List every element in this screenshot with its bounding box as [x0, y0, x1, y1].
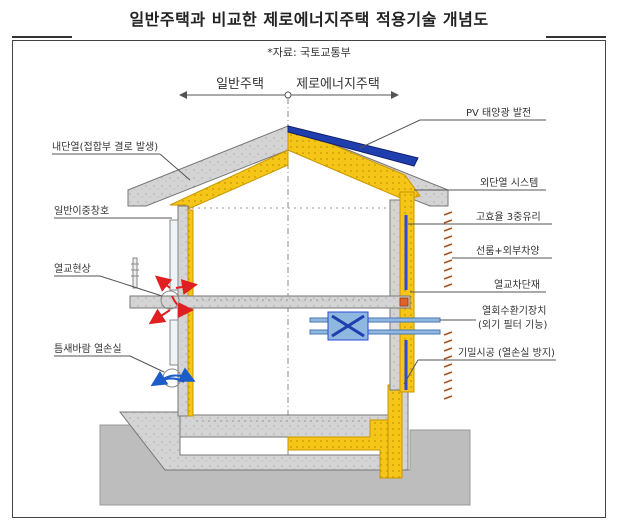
right-section-label: 제로에너지주택 [296, 77, 380, 92]
thermal-bridge-circle [160, 290, 180, 310]
left-internal-insulation [187, 209, 194, 417]
roof-internal-insulation [169, 149, 289, 211]
pv-panel [287, 125, 419, 167]
left-wall [177, 205, 189, 417]
label-internal-insulation: 내단열(접합부 결로 발생) [52, 141, 158, 153]
label-draft-loss: 틈새바람 열손실 [54, 342, 122, 355]
page-title: 일반주택과 비교한 제로에너지주택 적용기술 개념도 [129, 10, 489, 29]
left-labels: 내단열(접합부 결로 발생) 일반이중창호 열교현상 틈새바람 열손실 [52, 141, 191, 373]
hrv-unit [309, 311, 441, 341]
left-window-lower [169, 319, 179, 366]
label-triple-glass: 고효율 3중유리 [476, 211, 541, 223]
floor-slab [129, 295, 411, 309]
thermometer-icon [131, 257, 139, 289]
label-external-insulation: 외단열 시스템 [480, 177, 538, 189]
label-airtight: 기밀시공 (열손실 방지) [458, 347, 555, 359]
right-labels: PV 태양광 발전 외단열 시스템 고효율 3중유리 선룸+외부차양 열교차단재… [359, 107, 556, 385]
basement-wall-insulation [387, 384, 403, 479]
label-hrv-line1: 열회수환기장치 [482, 305, 546, 317]
thermal-break [399, 297, 409, 307]
thermal-bridge-arrows [148, 275, 198, 325]
section-header: 일반주택 제로에너지주택 [179, 77, 399, 99]
label-thermal-break: 열교차단재 [494, 279, 540, 291]
left-section-label: 일반주택 [216, 77, 264, 92]
label-shading: 선룸+외부차양 [476, 245, 540, 257]
ground-slab [179, 414, 391, 438]
label-hrv-line2: (외기 필터 기능) [478, 319, 547, 331]
diagram-frame [12, 40, 606, 518]
label-thermal-bridge: 열교현상 [54, 263, 91, 275]
shading-louvers [443, 211, 453, 400]
draft-loss-arrows [150, 367, 196, 387]
source-note: *자료: 국토교통부 [267, 46, 351, 59]
title-rule-right [546, 36, 606, 38]
title-rule-left [12, 36, 72, 38]
label-pv: PV 태양광 발전 [466, 107, 531, 119]
left-window-upper [169, 219, 179, 291]
right-wall [389, 199, 401, 391]
label-double-window: 일반이중창호 [54, 205, 109, 217]
